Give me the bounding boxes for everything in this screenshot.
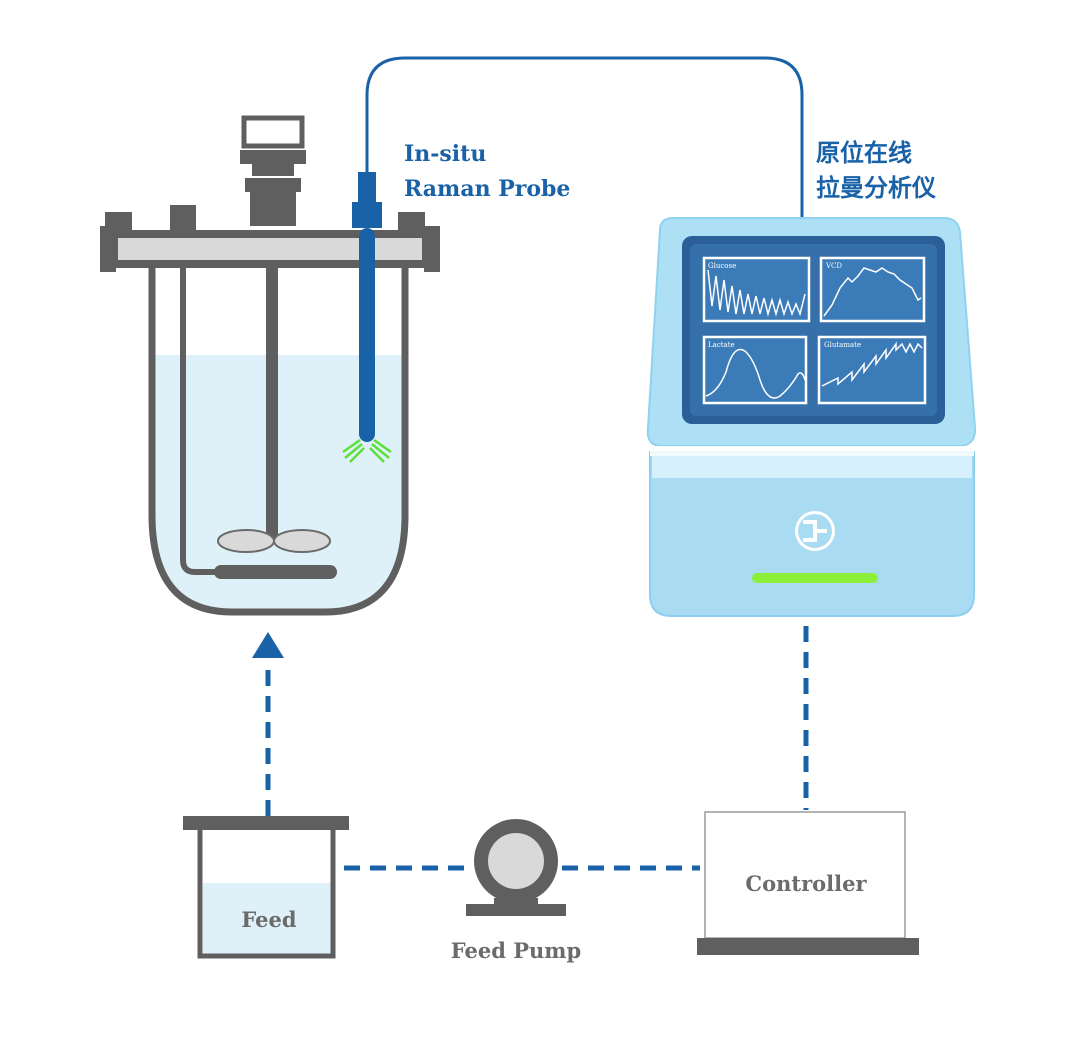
- chart-glutamate: Glutamate: [817, 335, 927, 405]
- impeller-blade: [217, 529, 275, 553]
- chart-lactate: Lactate: [702, 335, 808, 405]
- sparger-bar: [214, 565, 337, 579]
- chart-title-lactate: Lactate: [708, 341, 735, 349]
- controller: [697, 811, 919, 955]
- controller-label: Controller: [745, 871, 867, 896]
- analyzer-label-line2: 拉曼分析仪: [816, 174, 937, 202]
- raman-analyzer: [646, 217, 977, 617]
- probe-cable: [365, 56, 804, 222]
- dashed-connections: [265, 626, 809, 871]
- chart-title-vcd: VCD: [825, 262, 842, 270]
- lid-port-right: [398, 212, 425, 232]
- feed-arrow-icon: [252, 632, 284, 658]
- stirrer-shaft: [266, 268, 278, 538]
- sparger-tube: [180, 268, 215, 575]
- feed-container: [183, 816, 349, 959]
- lid-port-left: [105, 212, 132, 232]
- feed-pump-label: Feed Pump: [451, 938, 581, 963]
- lid-port-center: [170, 205, 196, 232]
- laser-rays: [342, 438, 392, 463]
- chart-title-glutamate: Glutamate: [824, 341, 861, 349]
- chart-title-glucose: Glucose: [708, 262, 736, 270]
- status-indicator-light: [752, 573, 878, 583]
- analyzer-logo-icon: [795, 511, 835, 551]
- probe-label-line1: In-situ: [404, 141, 486, 167]
- chart-glucose: Glucose: [702, 256, 811, 323]
- impeller-blade: [273, 529, 331, 553]
- analyzer-label-line1: 原位在线: [816, 139, 912, 167]
- screen-charts: Glucose VCD Lactate Glutamate: [702, 256, 927, 405]
- feed-label: Feed: [241, 907, 296, 932]
- chart-vcd: VCD: [819, 256, 926, 323]
- feed-pump: [466, 819, 566, 916]
- raman-probe: [342, 172, 392, 463]
- vessel-wall: [148, 262, 409, 616]
- culture-liquid: [152, 355, 405, 612]
- stirrer-motor: [240, 115, 306, 226]
- probe-label-line2: Raman Probe: [404, 176, 570, 202]
- bioreactor: [100, 115, 440, 616]
